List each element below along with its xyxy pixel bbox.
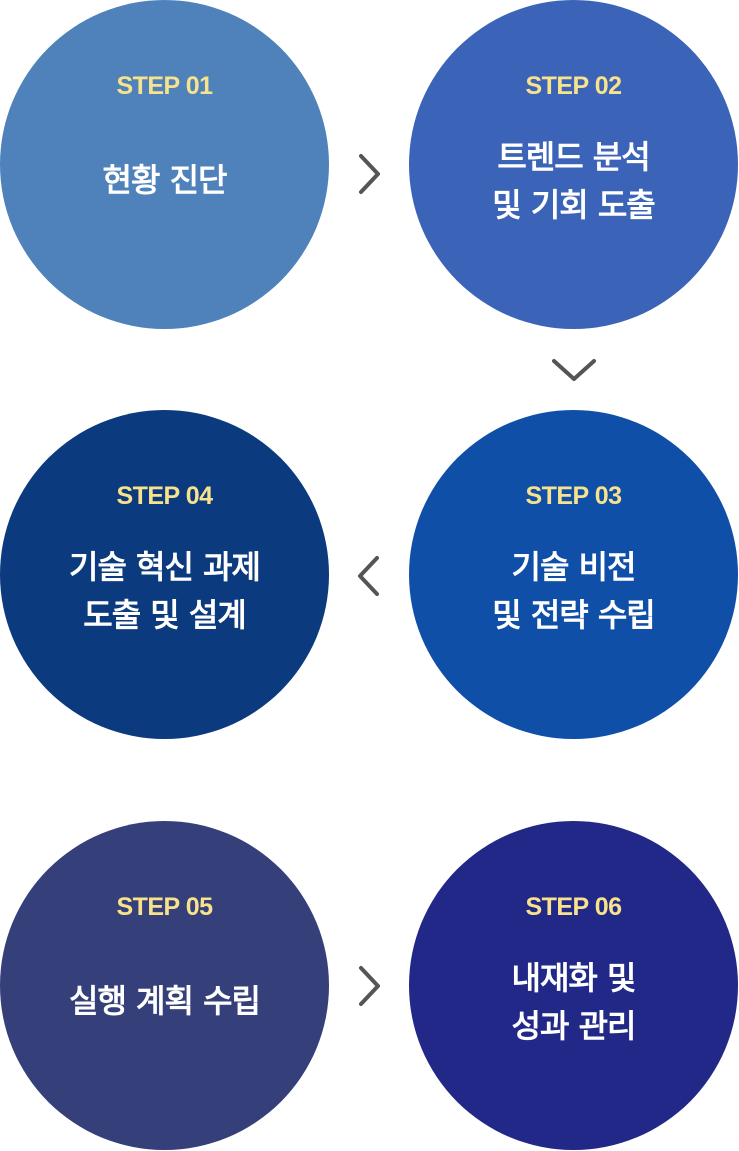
- step-06-title-line-1: 내재화 및: [511, 959, 637, 997]
- step-03-title: 기술 비전 및 전략 수립: [419, 543, 728, 639]
- step-05-title-line-1: 실행 계획 수립: [69, 982, 261, 1020]
- step-04-label: STEP 04: [116, 482, 213, 510]
- step-04-circle: STEP 04 기술 혁신 과제 도출 및 설계: [0, 410, 329, 739]
- step-02-label: STEP 02: [525, 72, 622, 100]
- step-01-title: 현황 진단: [10, 156, 319, 204]
- step-05-label: STEP 05: [116, 893, 213, 921]
- step-03-circle: STEP 03 기술 비전 및 전략 수립: [409, 410, 738, 739]
- chevron-down-icon: [546, 350, 602, 390]
- step-05-title: 실행 계획 수립: [10, 977, 319, 1025]
- chevron-left-icon: [350, 552, 388, 600]
- chevron-right-icon: [350, 150, 388, 198]
- step-01-title-line-1: 현황 진단: [102, 161, 228, 199]
- chevron-right-icon: [350, 962, 388, 1010]
- step-06-label: STEP 06: [525, 893, 622, 921]
- step-03-title-line-1: 기술 비전: [511, 548, 637, 586]
- step-04-title-line-1: 기술 혁신 과제: [69, 548, 261, 586]
- step-06-circle: STEP 06 내재화 및 성과 관리: [409, 821, 738, 1150]
- step-03-label: STEP 03: [525, 482, 622, 510]
- step-05-circle: STEP 05 실행 계획 수립: [0, 821, 329, 1150]
- step-01-label: STEP 01: [116, 72, 213, 100]
- step-03-title-line-2: 및 전략 수립: [492, 596, 655, 634]
- step-04-title-line-2: 도출 및 설계: [83, 596, 246, 634]
- step-04-title: 기술 혁신 과제 도출 및 설계: [10, 543, 319, 639]
- step-02-title: 트렌드 분석 및 기회 도출: [419, 133, 728, 229]
- step-01-circle: STEP 01 현황 진단: [0, 0, 329, 329]
- step-02-title-line-2: 및 기회 도출: [492, 186, 655, 224]
- step-02-title-line-1: 트렌드 분석: [497, 138, 650, 176]
- step-06-title: 내재화 및 성과 관리: [419, 954, 728, 1050]
- step-02-circle: STEP 02 트렌드 분석 및 기회 도출: [409, 0, 738, 329]
- step-06-title-line-2: 성과 관리: [511, 1007, 637, 1045]
